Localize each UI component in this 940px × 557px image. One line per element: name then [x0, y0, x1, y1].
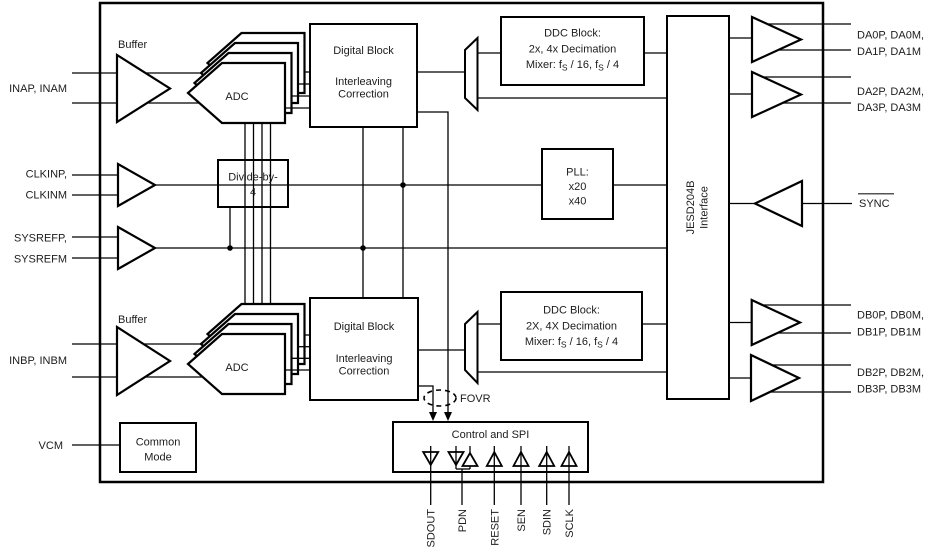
digital-block-b: Digital Block Interleaving Correction	[309, 297, 419, 401]
buffer-a-label: Buffer	[118, 39, 147, 51]
left-pin-labels: INAP, INAM CLKINP, CLKINM SYSREFP, SYSRE…	[9, 83, 67, 452]
input-buffer-a	[115, 53, 173, 124]
ddc-block-a: DDC Block: 2x, 4x Decimation Mixer: fS /…	[500, 16, 645, 86]
common-mode-block: Common Mode	[119, 422, 197, 473]
pin-db23a: DB2P, DB2M,	[857, 367, 924, 379]
pin-reset: RESET	[489, 509, 501, 546]
adc-stack-b: ADC	[186, 302, 306, 396]
svg-text:4: 4	[250, 187, 256, 199]
output-buffer-da01	[750, 15, 804, 64]
adc-b-label: ADC	[225, 362, 248, 374]
svg-text:JESD204B: JESD204B	[685, 181, 697, 235]
mux-a	[464, 35, 479, 113]
svg-text:Divide-by-: Divide-by-	[228, 172, 278, 184]
svg-text:Control and SPI: Control and SPI	[452, 429, 530, 441]
pin-clkinp: CLKINP,	[26, 169, 67, 181]
svg-text:x20: x20	[569, 181, 587, 193]
bottom-pin-labels: SDOUT PDN RESET SEN SDIN SCLK	[426, 508, 576, 547]
svg-text:x40: x40	[569, 196, 587, 208]
output-buffer-db01	[750, 298, 803, 347]
pin-sdin: SDIN	[542, 509, 554, 535]
ddc-block-b: DDC Block: 2X, 4X Decimation Mixer: fS /…	[500, 291, 643, 361]
sdout-output-triangle-icon	[421, 451, 440, 467]
svg-text:Correction: Correction	[338, 89, 389, 101]
svg-text:Mixer: fS / 16, fS / 4: Mixer: fS / 16, fS / 4	[525, 336, 618, 350]
fovr-dashed-ellipse-icon	[423, 389, 457, 407]
svg-text:DDC Block:: DDC Block:	[543, 305, 600, 317]
pin-sen: SEN	[516, 509, 528, 532]
svg-text:Common: Common	[136, 437, 181, 449]
pin-inb: INBP, INBM	[9, 355, 67, 367]
sdin-input-triangle-icon	[537, 450, 556, 467]
output-buffer-da23	[750, 70, 804, 119]
fovr-tap: FOVR	[423, 389, 491, 407]
right-pin-labels: DA0P, DA0M, DA1P, DA1M DA2P, DA2M, DA3P,…	[857, 30, 924, 396]
svg-text:Interleaving: Interleaving	[336, 353, 393, 365]
svg-text:Mode: Mode	[144, 452, 172, 464]
svg-text:2x, 4x Decimation: 2x, 4x Decimation	[529, 44, 616, 56]
pdn-output-triangle-icon	[446, 451, 466, 467]
pin-sync: SYNC	[859, 198, 890, 210]
junction-dots	[227, 182, 406, 251]
pin-ina: INAP, INAM	[9, 83, 67, 95]
pin-db23b: DB3P, DB3M	[857, 384, 921, 396]
pin-da23a: DA2P, DA2M,	[857, 86, 924, 98]
mux-b	[464, 309, 479, 386]
buffer-b-label: Buffer	[118, 314, 147, 326]
clkin-buffer	[116, 162, 158, 208]
arrowhead-icons	[429, 412, 452, 421]
svg-text:Interleaving: Interleaving	[335, 76, 392, 88]
svg-text:PLL:: PLL:	[566, 167, 589, 179]
svg-text:Digital Block: Digital Block	[333, 45, 394, 57]
sysref-buffer	[116, 225, 158, 271]
svg-text:Correction: Correction	[339, 366, 390, 378]
svg-text:Interface: Interface	[699, 186, 711, 229]
pin-sdout: SDOUT	[426, 509, 438, 548]
adc-digital-links	[285, 71, 310, 371]
pll-block: PLL: x20 x40	[541, 148, 614, 220]
adc-a-label: ADC	[225, 91, 248, 103]
pdn-input-triangle-icon	[460, 451, 480, 467]
pin-sysrefp: SYSREFP,	[14, 233, 67, 245]
svg-text:Digital Block: Digital Block	[334, 321, 395, 333]
digital-block-a: Digital Block Interleaving Correction	[309, 23, 418, 128]
pin-pdn: PDN	[457, 509, 469, 532]
fovr-label: FOVR	[460, 393, 491, 405]
pin-db01b: DB1P, DB1M	[857, 327, 921, 339]
output-buffer-db23	[749, 353, 802, 403]
pin-da01a: DA0P, DA0M,	[857, 30, 924, 42]
pin-da23b: DA3P, DA3M	[857, 102, 921, 114]
pin-db01a: DB0P, DB0M,	[857, 310, 924, 322]
pin-da01b: DA1P, DA1M	[857, 46, 921, 58]
pin-clkinm: CLKINM	[25, 190, 67, 202]
pin-vcm: VCM	[39, 440, 63, 452]
svg-text:Mixer: fS / 16, fS / 4: Mixer: fS / 16, fS / 4	[526, 59, 619, 73]
control-spi-block: Control and SPI	[392, 421, 589, 505]
jesd204b-block: JESD204B Interface	[666, 15, 730, 400]
pin-sclk: SCLK	[564, 508, 576, 537]
divide-by-4-block: Divide-by- 4	[217, 159, 289, 208]
adc-stack-a: ADC	[186, 31, 306, 125]
svg-text:2X, 4X Decimation: 2X, 4X Decimation	[526, 321, 617, 333]
sen-input-triangle-icon	[511, 450, 531, 467]
pin-sysrefm: SYSREFM	[14, 254, 67, 266]
reset-input-triangle-icon	[485, 450, 504, 467]
svg-text:DDC Block:: DDC Block:	[544, 28, 601, 40]
input-buffer-b	[115, 324, 173, 398]
sclk-input-triangle-icon	[559, 450, 579, 467]
sync-input-buffer	[752, 179, 804, 228]
